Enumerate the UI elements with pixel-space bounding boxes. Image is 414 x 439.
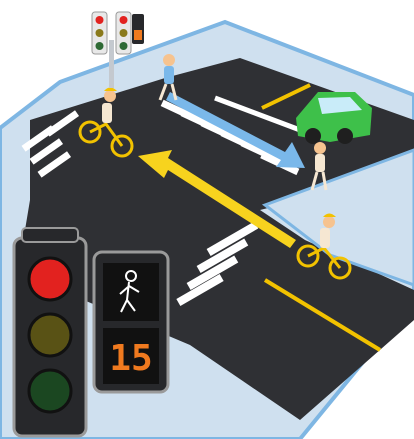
traffic-light xyxy=(14,228,86,436)
yellow-lamp xyxy=(29,314,71,356)
pedestrian-countdown: 15 xyxy=(109,338,152,379)
red-lamp xyxy=(29,258,71,300)
green-lamp xyxy=(29,370,71,412)
pedestrian-signal: 15 xyxy=(94,252,168,392)
